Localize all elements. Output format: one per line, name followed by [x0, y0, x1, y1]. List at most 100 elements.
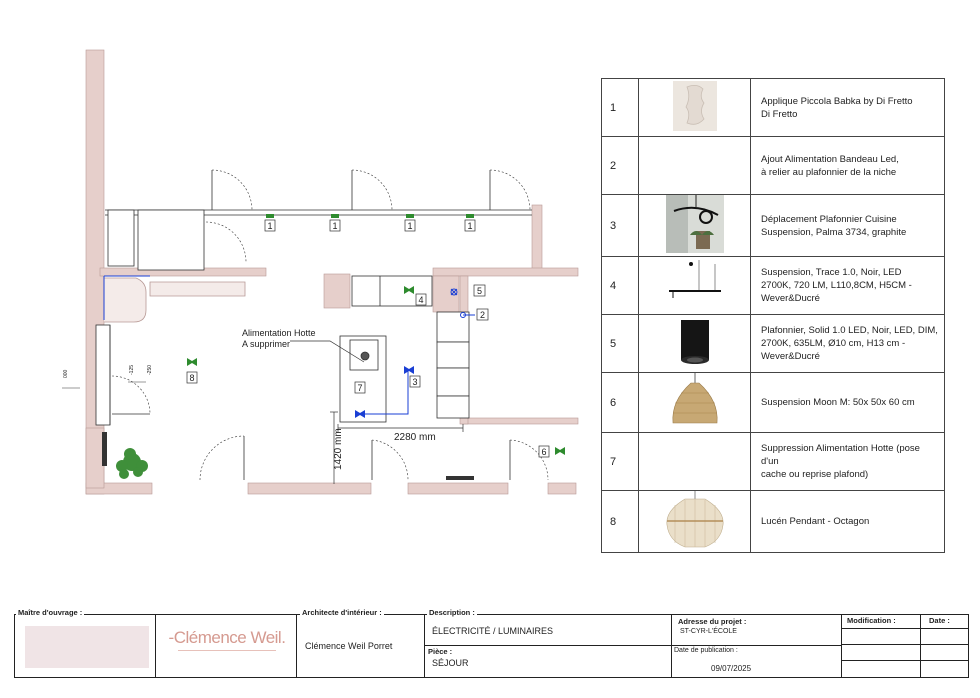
small-dim-1: 000 — [63, 369, 69, 378]
suspension-symbol — [404, 366, 414, 374]
hood-note: Alimentation Hotte A supprimer — [242, 328, 365, 363]
wall-horiz-right — [432, 267, 579, 277]
legend-description-line: Wever&Ducré — [761, 293, 820, 304]
wall-bottom-left — [85, 482, 153, 495]
legend-number: 6 — [601, 372, 639, 433]
trace-suspension-image — [638, 256, 751, 315]
legend-description-line: 2700K, 720 LM, L110,8CM, H5CM - — [761, 280, 912, 291]
tag-7: 7 — [357, 383, 362, 393]
date-label: Date : — [929, 616, 950, 625]
dimensions — [330, 411, 464, 484]
wall-bottom-right — [547, 482, 577, 495]
tag-1a: 1 — [267, 221, 272, 231]
legend-description: Suspension, Trace 1.0, Noir, LED 2700K, 7… — [750, 256, 945, 315]
lucen-pendant-image — [638, 490, 751, 553]
owner-placeholder — [25, 626, 149, 668]
pendant-symbol — [187, 358, 197, 366]
tag-1d: 1 — [467, 221, 472, 231]
wall-bottom-stub — [85, 427, 105, 489]
legend-row: 2 Ajout Alimentation Bandeau Led,à relier… — [601, 136, 945, 195]
legend-description-line: Applique Piccola Babka by Di Fretto — [761, 95, 913, 107]
logo: -Clémence Weil. — [160, 628, 294, 651]
solid-ceiling-image — [638, 314, 751, 373]
tag-3: 3 — [412, 377, 417, 387]
legend-description-line: 2700K, 635LM, Ø10 cm, H13 cm - — [761, 338, 906, 349]
legend-description-line: Déplacement Plafonnier Cuisine — [761, 213, 897, 225]
legend-number: 8 — [601, 490, 639, 553]
pubdate-label: Date de publication : — [674, 647, 738, 654]
legend-row: 4 Suspension, Trace 1.0, Noir, LED 2700K, … — [601, 256, 945, 315]
tag-6: 6 — [541, 447, 546, 457]
legend-row: 6 Suspension Moon M: 50x 50x 60 cm — [601, 372, 945, 433]
legend-description-line: cache ou reprise plafond) — [761, 469, 869, 480]
legend-description-line: Suppression Alimentation Hotte (pose d'u… — [761, 443, 920, 467]
legend-description-line: Ajout Alimentation Bandeau Led, — [761, 153, 899, 165]
wall-lamp-image — [638, 78, 751, 137]
wall-light-symbol — [466, 214, 474, 218]
legend-image-empty — [638, 136, 751, 195]
legend-description-line: Suspension, Trace 1.0, Noir, LED — [761, 267, 902, 278]
legend-description: Suppression Alimentation Hotte (pose d'u… — [750, 432, 945, 491]
description-label: Description : — [427, 608, 477, 617]
tag-2: 2 — [480, 310, 485, 320]
owner-label: Maître d'ouvrage : — [16, 608, 85, 617]
pendant-symbol — [555, 447, 565, 455]
legend-description: Plafonnier, Solid 1.0 LED, Noir, LED, DI… — [750, 314, 945, 373]
floor-plan: 1 1 1 1 2 3 4 5 6 7 8 Alimentation Hotte… — [62, 49, 579, 495]
partitions — [95, 209, 532, 426]
tag-8: 8 — [189, 373, 194, 383]
description-value: ÉLECTRICITÉ / LUMINAIRES — [432, 626, 554, 636]
dim-height: 1420 mm — [333, 428, 344, 470]
legend-description-line: Suspension, Palma 3734, graphite — [761, 226, 907, 238]
legend-description: Suspension Moon M: 50x 50x 60 cm — [750, 372, 945, 433]
moon-pendant-image — [638, 372, 751, 433]
wall-light-symbol — [331, 214, 339, 218]
tag-4: 4 — [418, 295, 423, 305]
room-value: SÉJOUR — [432, 658, 469, 668]
tag-5: 5 — [477, 286, 482, 296]
legend-description-line: à relier au plafonnier de la niche — [761, 166, 897, 178]
legend-description-line: Suspension Moon M: 50x 50x 60 cm — [761, 397, 915, 408]
walls — [85, 49, 579, 495]
legend-number: 3 — [601, 194, 639, 257]
legend-description: Lucén Pendant - Octagon — [750, 490, 945, 553]
room-label: Pièce : — [428, 647, 453, 656]
wall-kitchen-right — [432, 275, 460, 313]
tag-1c: 1 — [407, 221, 412, 231]
radiators — [102, 432, 474, 480]
legend-description-line: Wever&Ducré — [761, 351, 820, 362]
pendant-symbol — [404, 286, 414, 294]
modification-label: Modification : — [847, 616, 896, 625]
dim-width: 2280 mm — [394, 432, 436, 443]
pubdate-value: 09/07/2025 — [711, 664, 752, 673]
logo-text: -Clémence Weil. — [168, 628, 286, 647]
legend-image-empty — [638, 432, 751, 491]
wall-short-right — [461, 417, 579, 425]
address-label: Adresse du projet : — [678, 617, 747, 626]
hood-note-line1: Alimentation Hotte — [242, 328, 316, 338]
address-value: ST-CYR-L'ÉCOLE — [680, 628, 737, 635]
small-dim-3: -250 — [147, 365, 153, 375]
legend-description-line: Di Fretto — [761, 108, 798, 120]
hood-note-line2: A supprimer — [242, 339, 290, 349]
wall-light-symbol — [266, 214, 274, 218]
wall-right-upper — [531, 204, 543, 274]
plant-icon — [116, 448, 148, 479]
wall-light-symbol — [406, 214, 414, 218]
legend-number: 4 — [601, 256, 639, 315]
wall-bottom-mid2 — [407, 482, 509, 495]
tag-1b: 1 — [332, 221, 337, 231]
legend-number: 2 — [601, 136, 639, 195]
architect-name: Clémence Weil Porret — [305, 641, 393, 651]
legend-row: 8 Lucén Pendant - Octagon — [601, 490, 945, 553]
doors — [111, 169, 549, 481]
tag-boxes — [186, 219, 550, 458]
legend-description-line: Lucén Pendant - Octagon — [761, 516, 870, 527]
legend-description-line: Plafonnier, Solid 1.0 LED, Noir, LED, DI… — [761, 325, 938, 336]
architect-label: Architecte d'intérieur : — [300, 608, 384, 617]
